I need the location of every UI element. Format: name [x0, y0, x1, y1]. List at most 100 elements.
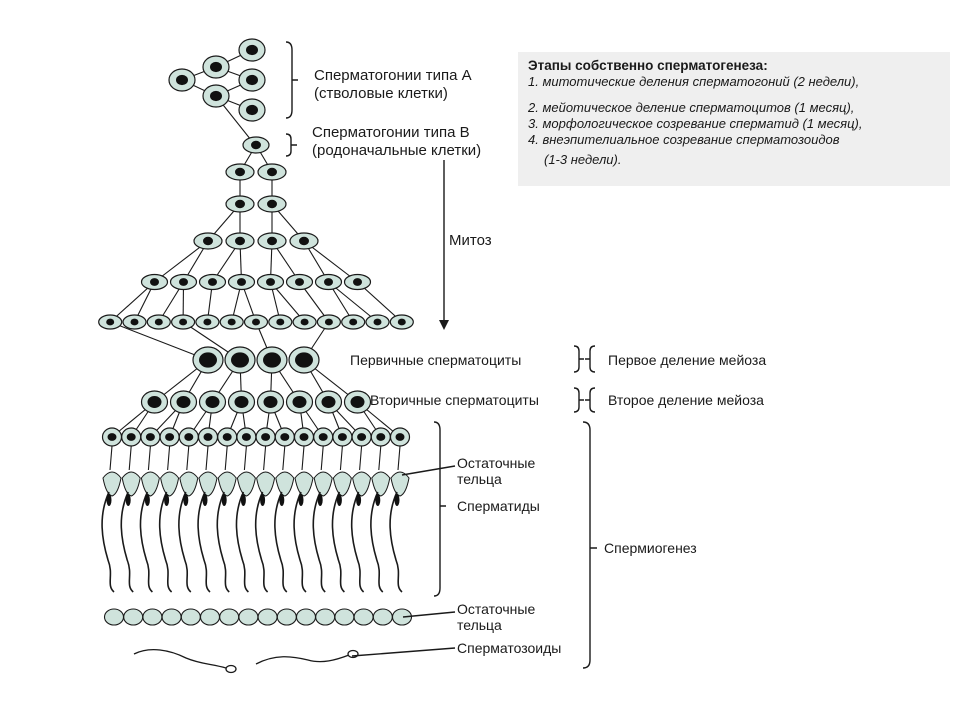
residual-body — [180, 608, 201, 626]
spermatid-early-nucleus — [145, 433, 155, 441]
primary-spermatocyte-nucleus — [263, 352, 281, 368]
spermatid-early-nucleus — [203, 433, 213, 441]
spermatozoon-tail — [255, 654, 350, 665]
spermatid-head — [164, 494, 170, 506]
residual-body — [276, 608, 297, 626]
residual-body — [315, 608, 336, 626]
lineage-line — [301, 445, 305, 471]
spermatid-early-nucleus — [357, 433, 367, 441]
mitotic-cell-nucleus — [252, 318, 260, 326]
secondary-spermatocyte-nucleus — [321, 396, 336, 408]
spermatid-early-nucleus — [241, 433, 251, 441]
bracket-spermatogonia-a — [285, 41, 298, 119]
mitotic-cell-nucleus — [324, 318, 333, 326]
spermatid-cytoplasm — [352, 471, 372, 497]
primary-spermatocyte-nucleus — [295, 352, 313, 368]
mitotic-cell-nucleus — [130, 318, 139, 326]
bracket-spermatogonia-b — [285, 133, 297, 157]
spermatid-tail — [197, 491, 211, 593]
spermatogonium-a-nucleus — [246, 74, 258, 86]
lineage-line — [147, 445, 151, 471]
label-spermatozoa: Сперматозоиды — [457, 640, 561, 656]
label-spermatogonia-b: Сперматогонии типа В (родоначальные клет… — [312, 124, 481, 159]
spermatid-cytoplasm — [121, 471, 141, 497]
spermatid-head — [202, 494, 208, 506]
spermatid-head — [240, 494, 246, 506]
lineage-line — [328, 281, 378, 323]
mitotic-cell-nucleus — [267, 199, 277, 209]
residual-body — [142, 608, 163, 626]
spermatid-tail — [312, 491, 326, 593]
lineage-line — [110, 321, 209, 361]
mitotic-cell-nucleus — [150, 278, 159, 286]
bracket-spermatids — [433, 421, 446, 597]
spermatid-early-nucleus — [337, 433, 347, 441]
spermatid-head — [336, 494, 342, 506]
info-item-1: 1. митотические деления сперматогоний (2… — [528, 74, 860, 89]
mitotic-cell-nucleus — [208, 278, 217, 286]
spermatid-tail — [254, 491, 269, 593]
spermatid-cytoplasm — [294, 471, 314, 497]
spermatid-cytoplasm — [160, 471, 180, 497]
secondary-spermatocyte-nucleus — [263, 396, 278, 408]
mitotic-cell-nucleus — [373, 318, 382, 326]
label-first-meiosis: Первое деление мейоза — [608, 352, 766, 368]
label-second-meiosis: Второе деление мейоза — [608, 392, 764, 408]
spermatogonium-a-nucleus — [176, 74, 188, 86]
mitotic-cell-nucleus — [324, 278, 333, 286]
spermatid-tail — [389, 491, 403, 593]
brackets — [285, 41, 597, 669]
info-item-3: 3. морфологическое созревание сперматид … — [528, 116, 863, 131]
spermatozoon-tail — [133, 648, 227, 669]
mitotic-cell-nucleus — [266, 278, 275, 286]
lineage-line — [339, 445, 343, 471]
residual-body — [219, 608, 240, 626]
mitotic-cell-nucleus — [179, 278, 188, 286]
spermatid-cytoplasm — [332, 471, 352, 497]
mitosis-arrow — [439, 160, 449, 330]
leader-residual-1 — [401, 465, 456, 476]
mitotic-cell-nucleus — [349, 318, 358, 326]
spermatid-cytoplasm — [313, 471, 333, 497]
bracket-primary-right — [585, 345, 596, 373]
residual-body — [257, 608, 278, 626]
mitotic-cell-nucleus — [397, 318, 406, 326]
lineage-line — [378, 445, 382, 471]
mitotic-cell-nucleus — [106, 318, 115, 326]
residual-body — [238, 608, 259, 626]
mitotic-cell-nucleus — [299, 236, 309, 246]
spermatid-tail — [101, 491, 115, 593]
spermatogonium-a-nucleus — [210, 90, 222, 102]
lineage-line — [109, 445, 113, 471]
mitotic-cell-nucleus — [203, 318, 212, 326]
mitotic-cell-nucleus — [235, 167, 245, 177]
mitotic-cell-nucleus — [353, 278, 362, 286]
spermatid-cytoplasm — [102, 471, 122, 497]
lineage-line — [167, 445, 171, 471]
lineage-line — [397, 445, 401, 471]
spermatid-cytoplasm — [236, 471, 256, 497]
spermatid-early-nucleus — [222, 433, 232, 441]
lineage-line — [243, 445, 247, 471]
bracket-spermiogenesis — [582, 421, 597, 669]
cell-lineage — [98, 38, 414, 674]
spermatogonium-b-nucleus — [251, 140, 261, 150]
lineage-line — [205, 445, 209, 471]
spermatid-head — [394, 494, 400, 506]
residual-body — [123, 608, 144, 626]
spermatid-head — [298, 494, 304, 506]
residual-body — [353, 608, 374, 626]
mitotic-cell-nucleus — [179, 318, 188, 326]
residual-body — [334, 608, 355, 626]
spermatid-cytoplasm — [179, 471, 199, 497]
spermatid-tail — [350, 491, 365, 593]
label-spermiogenesis: Спермиогенез — [604, 540, 697, 556]
spermatid-tail — [158, 491, 173, 593]
spermatid-tail — [216, 491, 230, 593]
spermatid-cytoplasm — [256, 471, 276, 497]
mitotic-cell-nucleus — [295, 278, 304, 286]
label-spermatogonia-a: Сперматогонии типа А (стволовые клетки) — [314, 67, 476, 102]
label-primary-spermatocytes: Первичные сперматоциты — [350, 352, 521, 368]
spermatid-head — [317, 494, 323, 506]
